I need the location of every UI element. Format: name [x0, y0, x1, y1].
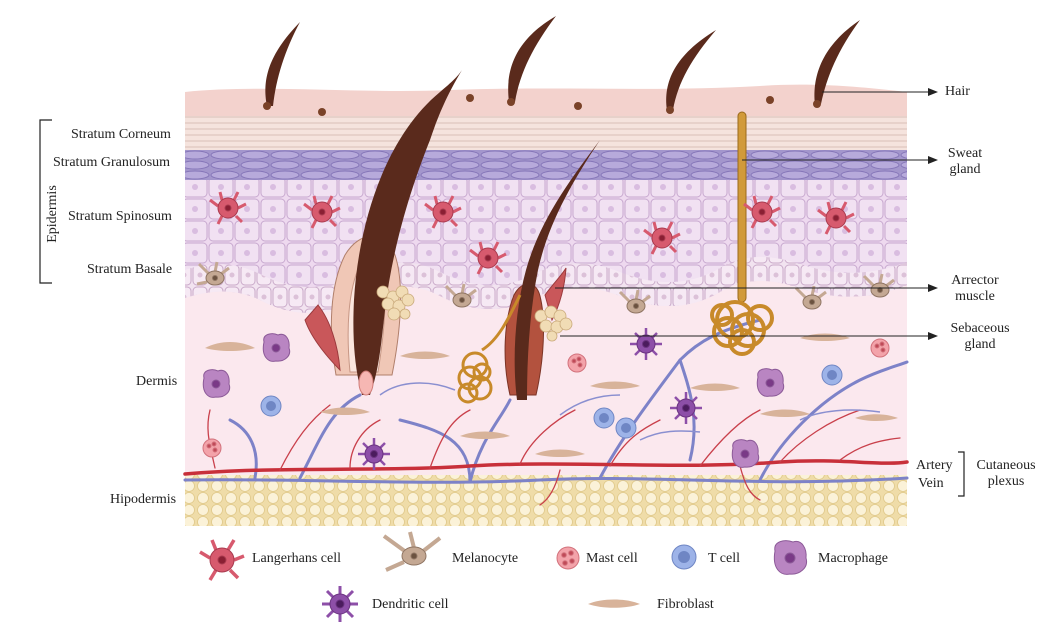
legend-macrophage-icon: [774, 541, 806, 575]
sebaceous-gland-label-line2: gland: [940, 337, 1020, 353]
legend-t-cell-icon: [672, 545, 696, 569]
sebaceous-gland-label-line1: Sebaceous: [940, 321, 1020, 337]
arrector-muscle-label: Arrector muscle: [940, 273, 1010, 305]
legend-macrophage-label: Macrophage: [818, 551, 888, 567]
stratum-spinosum-label: Stratum Spinosum: [68, 209, 172, 225]
sweat-gland-label-line1: Sweat: [940, 146, 990, 162]
legend-melanocyte-icon: [384, 532, 440, 570]
sweat-gland-label-line2: gland: [940, 162, 990, 178]
arrector-muscle-label-line2: muscle: [940, 289, 1010, 305]
legend-dendritic-cell-icon: [322, 586, 358, 622]
cutaneous-plexus-label-line2: plexus: [968, 474, 1044, 490]
callout-arrowheads: [928, 88, 938, 340]
dermis-label: Dermis: [136, 374, 177, 390]
skin-surface: [185, 85, 907, 116]
cutaneous-plexus-label: Cutaneous plexus: [968, 458, 1044, 490]
legend-fibroblast-icon: [588, 600, 640, 608]
legend-melanocyte-label: Melanocyte: [452, 551, 518, 567]
sebaceous-gland-label: Sebaceous gland: [940, 321, 1020, 353]
stratum-basale-label: Stratum Basale: [87, 262, 172, 278]
vein-label: Vein: [918, 476, 944, 492]
legend-langerhans-cell-icon: [200, 540, 244, 580]
stratum-corneum-label: Stratum Corneum: [71, 127, 171, 143]
arrector-muscle-label-line1: Arrector: [940, 273, 1010, 289]
hair-label: Hair: [945, 84, 970, 100]
legend-langerhans-cell-label: Langerhans cell: [252, 551, 341, 567]
epidermis-label: Epidermis: [45, 169, 61, 259]
legend-fibroblast-label: Fibroblast: [657, 597, 714, 613]
cutaneous-plexus-label-line1: Cutaneous: [968, 458, 1044, 474]
stratum-granulosum-layer: [185, 150, 907, 180]
legend-mast-cell-label: Mast cell: [586, 551, 638, 567]
legend-t-cell-label: T cell: [708, 551, 740, 567]
hipodermis-label: Hipodermis: [110, 492, 176, 508]
sweat-gland-label: Sweat gland: [940, 146, 990, 178]
artery-label: Artery: [916, 458, 953, 474]
legend-mast-cell-icon: [557, 547, 579, 569]
stratum-corneum-layer: [185, 116, 907, 150]
cutaneous-plexus-bracket: [958, 452, 964, 496]
legend-dendritic-cell-label: Dendritic cell: [372, 597, 449, 613]
stratum-granulosum-label: Stratum Granulosum: [53, 155, 170, 171]
